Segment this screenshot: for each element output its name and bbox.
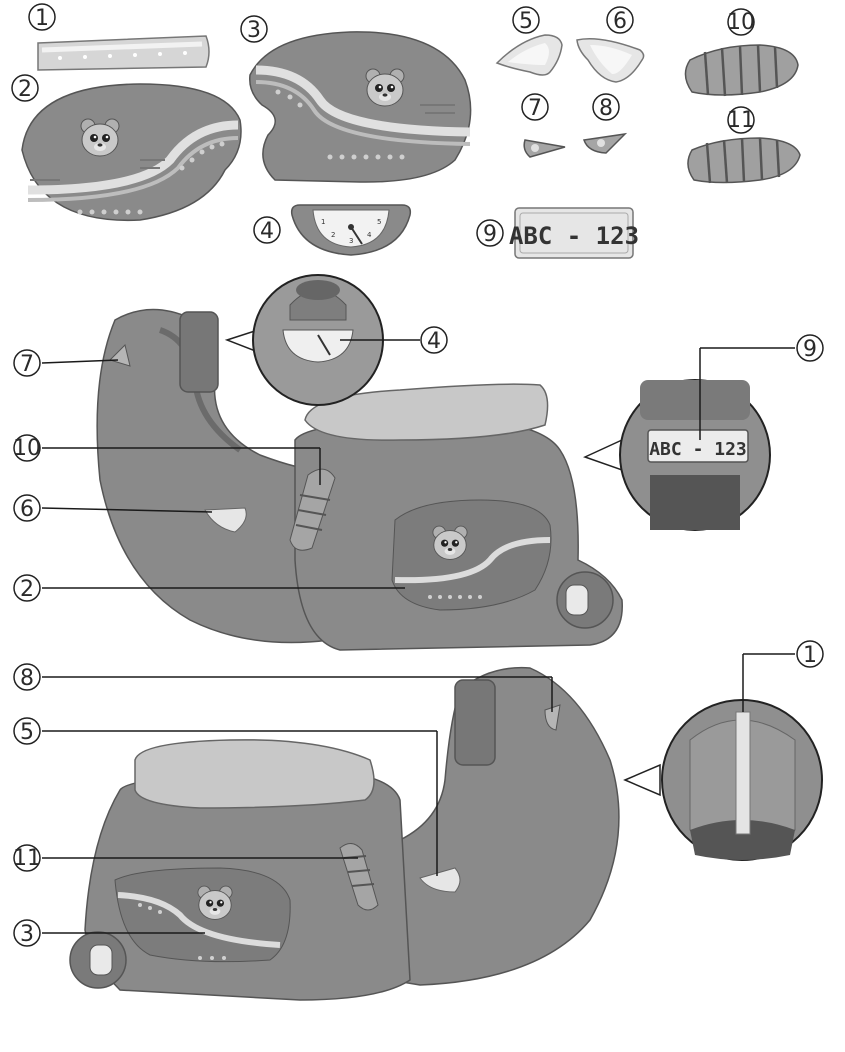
sticker-3-side-panel — [249, 31, 472, 183]
plate-text-bike: ABC - 123 — [649, 439, 747, 460]
callout-8-label: 8 — [599, 96, 613, 121]
zoom-light-strip-inset — [623, 699, 823, 861]
callout-10-bike: 10 — [13, 434, 41, 462]
sticker-8-reflector — [583, 132, 628, 154]
callout-5-bike: 5 — [13, 717, 41, 745]
callout-1-bike-label: 1 — [803, 643, 817, 668]
sticker-4-gauge: 1 2 3 4 5 — [290, 204, 412, 256]
callout-11-sheet: 11 — [727, 106, 755, 134]
callout-5-sheet: 5 — [512, 6, 540, 34]
gauge-tick-1: 1 — [321, 218, 325, 226]
plate-text-sheet: ABC - 123 — [509, 222, 639, 250]
callout-11-label: 11 — [727, 108, 755, 133]
callout-6-bike: 6 — [13, 494, 41, 522]
callout-7-bike-label: 7 — [20, 352, 34, 377]
sticker-6-light — [576, 38, 645, 83]
zoom-gauge-inset — [224, 274, 384, 406]
gauge-tick-4: 4 — [367, 231, 372, 239]
callout-7-sheet: 7 — [521, 93, 549, 121]
callout-10-sheet: 10 — [727, 8, 755, 36]
callout-1-label: 1 — [35, 6, 49, 31]
callout-4-bike-label: 4 — [427, 329, 441, 354]
sticker-11-vent — [687, 137, 801, 184]
callout-3-bike-label: 3 — [20, 922, 34, 947]
callout-2-bike: 2 — [13, 574, 41, 602]
callout-4-bike: 4 — [420, 326, 448, 354]
sticker-2-side-panel — [21, 83, 242, 222]
sticker-7-reflector — [523, 139, 566, 158]
callout-6-label: 6 — [613, 9, 627, 34]
callout-2-label: 2 — [18, 77, 32, 102]
callout-8-bike-label: 8 — [20, 666, 34, 691]
callout-1-bike: 1 — [796, 640, 824, 668]
callout-5-label: 5 — [519, 9, 533, 34]
callout-9-sheet: 9 — [476, 219, 504, 247]
sticker-9-license-plate: ABC - 123 — [509, 207, 639, 259]
gauge-tick-5: 5 — [377, 218, 381, 226]
callout-1-sheet: 1 — [28, 3, 56, 31]
callout-9-label: 9 — [483, 222, 497, 247]
callout-7-bike: 7 — [13, 349, 41, 377]
callout-10-label: 10 — [727, 10, 755, 35]
gauge-tick-3: 3 — [349, 237, 353, 245]
callout-5-bike-label: 5 — [20, 720, 34, 745]
callout-3-sheet: 3 — [240, 15, 268, 43]
zoom-plate-inset: ABC - 123 — [583, 379, 771, 531]
callout-6-bike-label: 6 — [20, 497, 34, 522]
callout-4-label: 4 — [260, 219, 274, 244]
callout-3-label: 3 — [247, 18, 261, 43]
callout-9-bike-label: 9 — [803, 337, 817, 362]
callout-7-label: 7 — [528, 96, 542, 121]
callout-11-bike-label: 11 — [13, 846, 41, 871]
callout-8-sheet: 8 — [592, 93, 620, 121]
sticker-10-vent — [684, 44, 799, 97]
callout-10-bike-label: 10 — [13, 436, 41, 461]
callout-8-bike: 8 — [13, 663, 41, 691]
callout-4-sheet: 4 — [253, 216, 281, 244]
callout-11-bike: 11 — [13, 844, 41, 872]
callout-2-bike-label: 2 — [20, 577, 34, 602]
sticker-1-light-strip — [37, 35, 210, 71]
callout-2-sheet: 2 — [11, 74, 39, 102]
callout-6-sheet: 6 — [606, 6, 634, 34]
ride-on-bike-right-view — [69, 666, 620, 1001]
ride-on-bike-left-view — [96, 308, 623, 651]
callout-9-bike: 9 — [796, 334, 824, 362]
gauge-tick-2: 2 — [331, 231, 335, 239]
sticker-5-light — [495, 34, 563, 76]
callout-3-bike: 3 — [13, 919, 41, 947]
